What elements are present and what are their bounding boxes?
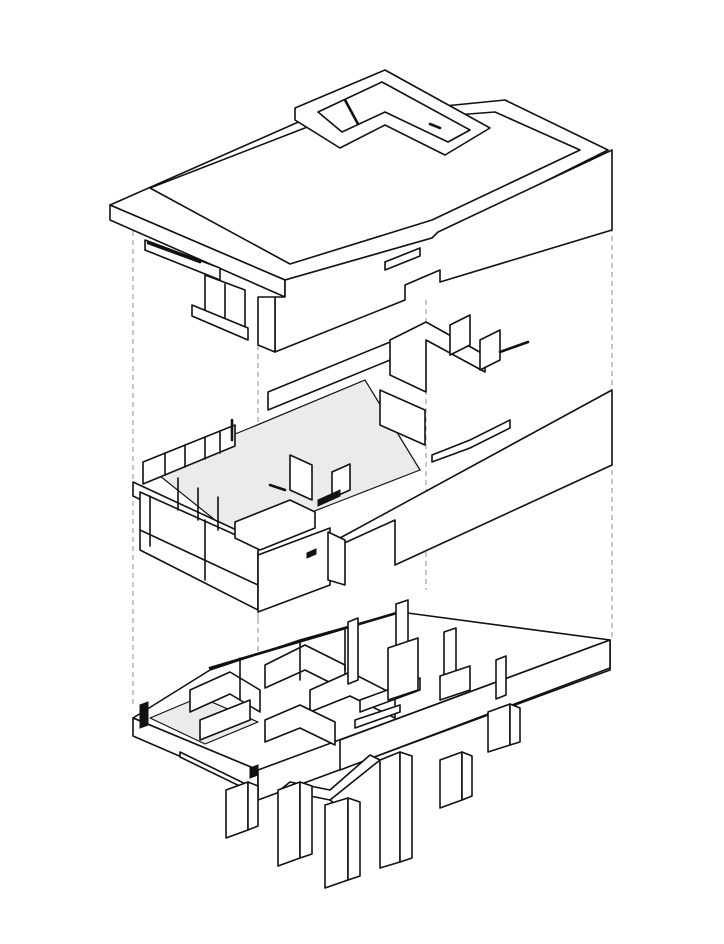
pile-4 <box>379 751 401 869</box>
lower-stair <box>354 704 401 729</box>
pile-3 <box>324 797 349 889</box>
upper-inner-box <box>234 499 316 551</box>
pile-1-side <box>247 781 259 831</box>
pile-6-side <box>509 703 521 746</box>
upper-base-frame-front <box>257 527 331 613</box>
upper-corner-fins <box>449 314 471 356</box>
roof-lower-band <box>257 296 276 353</box>
roof-level <box>109 69 613 353</box>
pile-1 <box>225 781 249 839</box>
lower-room-1 <box>189 671 261 713</box>
upper-corner-room <box>389 321 486 393</box>
upper-long-wall-post <box>327 531 346 586</box>
steel-column-1 <box>347 617 359 685</box>
roof-skylight-inner <box>317 81 471 143</box>
lower-front-parapet <box>339 639 611 771</box>
upper-stair <box>431 419 511 463</box>
upper-partition-a <box>379 389 426 446</box>
steel-column-1-box <box>387 637 419 701</box>
pile-2 <box>277 781 301 867</box>
pile-4-side <box>399 751 413 863</box>
roof-slot-window <box>384 247 421 271</box>
lower-floor-level <box>132 599 611 813</box>
lower-column-cap <box>249 764 259 779</box>
upper-partition-c <box>331 463 351 499</box>
pile-2-side <box>299 781 313 859</box>
upper-floor-level <box>132 314 613 613</box>
pile-5-side <box>461 751 473 801</box>
pile-3-side <box>347 797 361 881</box>
upper-corner-fins-2 <box>479 329 501 371</box>
lower-post-left <box>139 701 149 729</box>
upper-stair-edge <box>317 489 341 507</box>
steel-column-3-box <box>439 665 471 701</box>
lower-room-4 <box>264 704 336 746</box>
upper-vent <box>306 548 317 559</box>
pile-6 <box>487 703 511 753</box>
steel-column-4 <box>495 655 507 700</box>
pile-5 <box>439 751 463 809</box>
lower-wall-a <box>199 699 251 741</box>
roof-side-ledge <box>191 304 249 341</box>
upper-partition-b <box>289 454 313 501</box>
foundation-piles <box>225 703 521 889</box>
